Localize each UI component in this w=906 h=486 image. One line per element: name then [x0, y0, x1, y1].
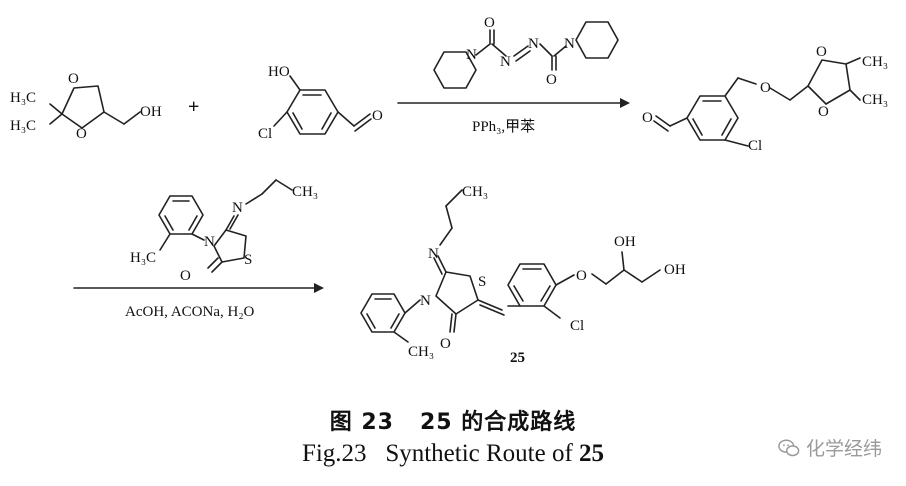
label-ch3-2: CH₃	[862, 92, 888, 108]
label-oh-1: OH	[140, 104, 162, 120]
label-o-7: O	[760, 80, 771, 96]
label-oh-2: OH	[614, 234, 636, 250]
caption-en-text: Synthetic Route of	[385, 440, 573, 467]
label-o-6: O	[642, 110, 653, 126]
label-cl-2: Cl	[748, 138, 762, 154]
figure-caption-english: Fig.23 Synthetic Route of 25	[0, 440, 906, 468]
label-ho: HO	[268, 64, 290, 80]
label-o-1: O	[68, 71, 79, 87]
caption-cn-number: 25	[419, 410, 453, 435]
caption-en-number: 25	[579, 440, 605, 467]
label-oh-3: OH	[664, 262, 686, 278]
label-o-2: O	[76, 126, 87, 142]
label-ch3-4: CH₃	[408, 344, 434, 360]
label-n-4: N	[564, 36, 575, 52]
arrowhead-1	[620, 98, 630, 108]
label-n-8: N	[428, 246, 439, 262]
label-o-5: O	[546, 72, 557, 88]
label-h3c-2: H₃C	[10, 118, 36, 134]
label-n-7: N	[420, 293, 431, 309]
arrowhead-2	[314, 283, 324, 293]
condition-step1: PPh₃,甲苯	[472, 118, 535, 135]
caption-en-prefix: Fig.23	[301, 440, 367, 467]
label-o-8: O	[816, 44, 827, 60]
reactant-solketal: H₃C H₃C O O OH	[10, 71, 162, 142]
reagent-addp: N O N N O N	[433, 15, 619, 89]
label-cl-1: Cl	[258, 126, 272, 142]
watermark-text: 化学经纬	[805, 438, 882, 460]
label-s-1: S	[244, 252, 252, 268]
label-n-2: N	[500, 54, 511, 70]
label-ch3-1: CH₃	[862, 54, 888, 70]
label-n-6: N	[232, 200, 243, 216]
wechat-icon	[778, 438, 800, 456]
compound-number: 25	[510, 350, 525, 366]
label-o-4: O	[484, 15, 495, 31]
label-o-3: O	[372, 108, 383, 124]
label-ch3-5: CH₃	[462, 184, 488, 200]
label-cl-3: Cl	[570, 318, 584, 334]
label-n-5: N	[204, 234, 215, 250]
figure-caption-chinese: 图 23 25 的合成路线	[0, 404, 906, 436]
label-h3c-3: H₃C	[130, 250, 156, 266]
label-o-10: O	[180, 268, 191, 284]
label-n-1: N	[466, 47, 477, 63]
label-s-2: S	[478, 274, 486, 290]
condition-step2: AcOH, ACONa, H₂O	[125, 304, 255, 320]
label-ch3-3: CH₃	[292, 184, 318, 200]
product-25: CH₃ N S N CH₃ O Cl O OH OH 25	[360, 184, 686, 366]
caption-cn-prefix: 图 23	[329, 410, 394, 435]
label-o-11: O	[440, 336, 451, 352]
reaction-scheme: H₃C H₃C O O OH + HO Cl O N O N N O	[10, 15, 888, 366]
label-o-9: O	[818, 104, 829, 120]
label-o-12: O	[576, 268, 587, 284]
caption-cn-text: 的合成路线	[461, 410, 577, 435]
intermediate: O O O O CH₃ CH₃ Cl	[642, 44, 888, 154]
watermark: 化学经纬	[778, 434, 882, 461]
reagent-thiazolidinone: H₃C N S N CH₃ O	[130, 179, 318, 284]
reactant-aldehyde: HO Cl O	[258, 64, 383, 142]
label-n-3: N	[528, 36, 539, 52]
label-h3c-1: H₃C	[10, 90, 36, 106]
plus-sign: +	[188, 96, 199, 118]
